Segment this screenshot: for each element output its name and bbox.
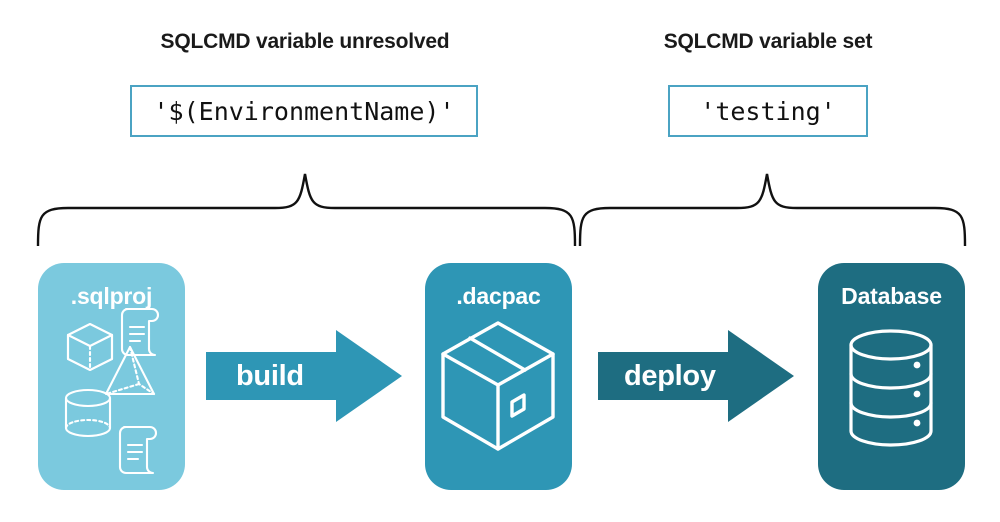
stage-label-sqlproj: .sqlproj: [70, 283, 153, 309]
stage-box-sqlproj: .sqlproj: [38, 263, 185, 490]
stage-label-dacpac: .dacpac: [456, 283, 541, 309]
code-box-environment-name: '$(EnvironmentName)': [130, 85, 478, 137]
brace-left-icon: [36, 173, 577, 246]
arrow-deploy-icon: [598, 330, 794, 422]
arrow-deploy: deploy: [598, 330, 794, 422]
shapes-and-scripts-icon: [64, 307, 160, 475]
database-cylinder-icon: [849, 329, 933, 447]
code-box-testing: 'testing': [668, 85, 868, 137]
brace-right-icon: [578, 173, 967, 246]
brace-group: [36, 173, 967, 246]
stage-label-database: Database: [841, 283, 942, 309]
heading-sqlcmd-variable-unresolved: SQLCMD variable unresolved: [160, 30, 450, 53]
stage-box-database: Database: [818, 263, 965, 490]
heading-sqlcmd-variable-set: SQLCMD variable set: [663, 30, 873, 53]
arrow-build: build: [206, 330, 402, 422]
stage-box-dacpac: .dacpac: [425, 263, 572, 490]
arrow-build-icon: [206, 330, 402, 422]
package-box-icon: [441, 321, 555, 451]
